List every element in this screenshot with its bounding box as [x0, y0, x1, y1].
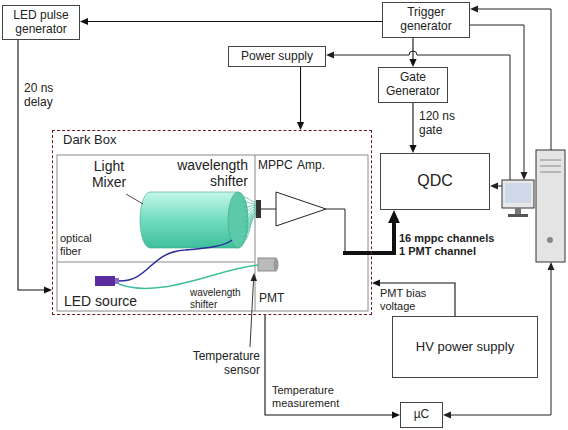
process-box: Power supply [228, 46, 326, 67]
edge-label: 20 ns delay [24, 82, 64, 110]
node-label: Trigger generator [387, 6, 465, 34]
fiber [242, 197, 256, 202]
light-mixer [140, 192, 248, 248]
arrowhead [409, 59, 416, 67]
arrowhead [521, 172, 528, 180]
leader-line [250, 280, 254, 347]
node-label: Power supply [241, 50, 313, 64]
node-label: QDC [417, 172, 453, 190]
power-button [547, 237, 553, 243]
arrowhead [372, 279, 380, 286]
process-box: HV power supply [392, 316, 538, 378]
compartment-wall [255, 155, 256, 311]
node-label: µC [414, 408, 430, 422]
part-label: LED source [64, 293, 137, 309]
screen [505, 183, 531, 203]
edge-label: PMT bias voltage [380, 287, 436, 312]
monitor-stand [515, 208, 521, 214]
process-box: Gate Generator [378, 67, 448, 103]
wire [261, 209, 276, 210]
monitor [502, 180, 534, 208]
compartment [57, 155, 368, 311]
mixer-face [228, 192, 248, 248]
monitor-foot [508, 214, 528, 217]
part-label: optical fiber [60, 232, 104, 257]
arrowhead [297, 122, 304, 130]
pc-tower [536, 150, 565, 262]
process-box: Trigger generator [382, 2, 470, 38]
drive-bay [540, 166, 561, 167]
arrowhead [443, 412, 451, 419]
wire [470, 25, 524, 173]
signal-bus-arrow [372, 220, 394, 253]
fiber [243, 202, 256, 204]
wire [477, 9, 551, 150]
shifter-fiber [119, 265, 258, 288]
arrowhead [251, 273, 258, 281]
leader-line [126, 194, 143, 204]
arrowhead [44, 286, 52, 293]
edge-label: 16 mppc channels 1 PMT channel [399, 232, 499, 257]
edge-label: 120 ns gate [419, 110, 463, 138]
node-label: Gate Generator [383, 71, 443, 99]
drive-bay [540, 172, 561, 173]
connector [265, 315, 394, 415]
arrowhead [409, 145, 416, 153]
edge-label: Temperature measurement [272, 384, 350, 409]
signal-bus [343, 251, 372, 255]
arrowhead [392, 411, 400, 418]
node-label: LED pulse generator [7, 9, 75, 37]
arrowhead [470, 6, 478, 13]
process-box: µC [400, 402, 443, 428]
fiber-bundle [242, 197, 256, 242]
connector [18, 40, 46, 290]
pmt-face [274, 258, 279, 271]
arrowhead [388, 210, 400, 223]
arrowhead [490, 183, 498, 190]
wire [326, 209, 345, 253]
arrowhead [80, 18, 88, 25]
process-box: LED pulse generator [2, 5, 80, 40]
amplifier-symbol [276, 192, 326, 226]
arrowhead [548, 262, 555, 270]
pmt [258, 258, 276, 271]
part-label: wavelength shifter [190, 287, 250, 310]
connector [412, 103, 413, 147]
part-label: MPPC [258, 159, 293, 173]
mppc [256, 200, 261, 218]
process-box: QDC [380, 153, 490, 210]
connector [300, 67, 301, 124]
region-title: Dark Box [53, 131, 126, 150]
connector [86, 21, 382, 22]
led [95, 276, 115, 286]
fiber [244, 206, 256, 208]
node-label: HV power supply [416, 340, 514, 355]
drive-bay [540, 160, 561, 161]
part-label: Amp. [297, 159, 325, 173]
part-label: wavelength shifter [164, 157, 248, 189]
led-cap [115, 278, 119, 284]
part-label: Light Mixer [84, 158, 134, 190]
part-label: Temperature sensor [186, 350, 260, 378]
part-label: PMT [259, 292, 284, 306]
connector [378, 283, 455, 316]
fiber [244, 207, 256, 212]
connector [412, 38, 413, 61]
arrowhead [326, 52, 334, 59]
fiber [242, 216, 256, 242]
